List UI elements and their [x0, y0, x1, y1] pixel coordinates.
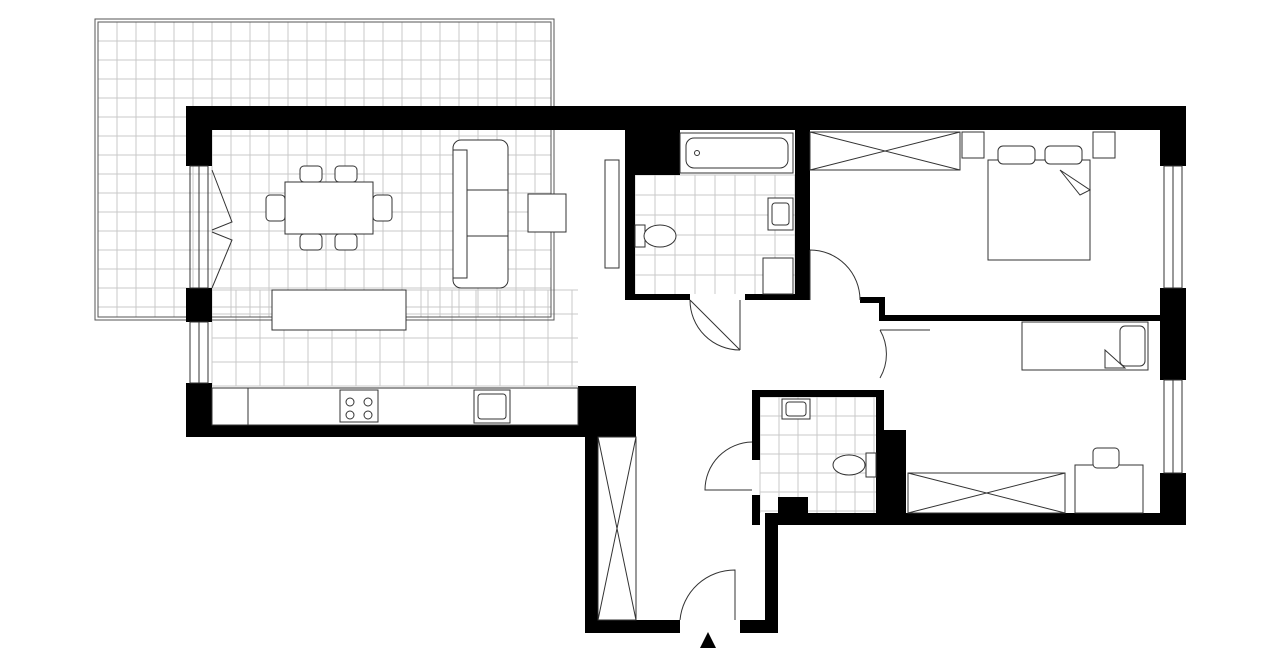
coffee-table [527, 193, 567, 233]
sofa [452, 139, 509, 289]
double-bed [961, 131, 1116, 261]
kitchen-counter [211, 387, 579, 426]
desk [1074, 447, 1144, 514]
dining-table [265, 165, 393, 251]
doors [679, 249, 930, 621]
walls [186, 106, 1186, 633]
single-bed [1021, 321, 1149, 371]
entrance-marker [700, 632, 716, 648]
wardrobe [597, 131, 1066, 621]
washbasin [767, 197, 794, 231]
bathtub [679, 132, 794, 174]
tv-unit [604, 159, 620, 269]
wc-tiles [759, 396, 876, 513]
toilet [634, 224, 677, 248]
windows [189, 165, 1183, 474]
furniture [211, 131, 1149, 621]
wc-fixtures [781, 398, 877, 478]
washing-machine [762, 257, 794, 295]
kitchen-island [271, 289, 407, 331]
